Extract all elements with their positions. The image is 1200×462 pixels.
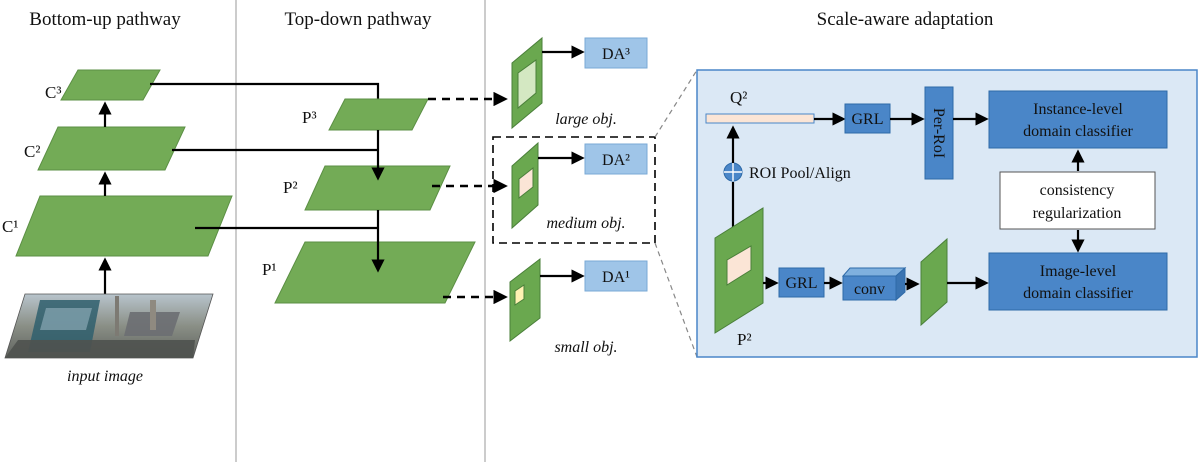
roi-large — [517, 59, 537, 110]
feature-map-p1 — [274, 241, 476, 304]
zoom-line-bottom — [654, 242, 698, 358]
p2-detail-roi — [726, 245, 752, 286]
label-c2: C² — [24, 142, 40, 161]
da3-box — [584, 37, 648, 69]
grl-top-box — [844, 103, 891, 134]
per-roi-label: Per-RoI — [930, 108, 947, 158]
instance-line1: Instance-level — [1033, 101, 1123, 118]
label-c1: C¹ — [2, 217, 18, 236]
feature-map-c3 — [60, 69, 161, 101]
medium-selection-box — [492, 136, 656, 244]
input-image-label: input image — [67, 368, 143, 385]
q2-bar — [705, 113, 815, 124]
image-classifier-box — [988, 252, 1168, 311]
da3-label: DA³ — [602, 46, 630, 63]
consistency-line1: consistency — [1040, 182, 1115, 199]
header-bottom-up: Bottom-up pathway — [29, 9, 181, 30]
per-roi-box — [924, 86, 954, 180]
da1-label: DA¹ — [602, 269, 630, 286]
consistency-line2: regularization — [1033, 205, 1122, 222]
label-p2: P² — [283, 178, 298, 197]
grl-bottom-label: GRL — [786, 275, 818, 292]
da2-label: DA² — [602, 152, 630, 169]
image-line1: Image-level — [1040, 263, 1117, 280]
instance-line2: domain classifier — [1023, 123, 1133, 140]
medium-obj-label: medium obj. — [546, 215, 625, 232]
zoom-line-top — [654, 69, 698, 138]
q2-label: Q² — [730, 88, 747, 107]
consistency-box — [999, 171, 1156, 230]
roi-pool-label: ROI Pool/Align — [749, 165, 851, 182]
roi-small — [514, 284, 525, 306]
da2-box — [584, 143, 648, 175]
large-obj-label: large obj. — [555, 111, 617, 128]
p2-detail-label: P² — [737, 330, 752, 349]
small-obj-label: small obj. — [554, 339, 617, 356]
feature-map-p3 — [328, 98, 429, 131]
header-top-down: Top-down pathway — [285, 9, 432, 30]
input-image — [4, 293, 214, 359]
grl-bottom-box — [778, 267, 825, 298]
header-scale-aware: Scale-aware adaptation — [817, 9, 994, 30]
conv-label: conv — [854, 281, 885, 298]
feature-map-c2 — [37, 126, 186, 171]
label-p1: P¹ — [262, 260, 277, 279]
image-line2: domain classifier — [1023, 285, 1133, 302]
label-c3: C³ — [45, 83, 61, 102]
conv-block — [841, 266, 907, 302]
feature-small — [509, 257, 541, 343]
roi-medium — [518, 166, 534, 200]
instance-classifier-box — [988, 90, 1168, 149]
da1-box — [584, 260, 648, 292]
grl-top-label: GRL — [852, 111, 884, 128]
label-p3: P³ — [302, 108, 317, 127]
feature-map-p2 — [304, 165, 451, 211]
feature-map-c1 — [15, 195, 233, 257]
conv-output-feature — [920, 237, 948, 327]
